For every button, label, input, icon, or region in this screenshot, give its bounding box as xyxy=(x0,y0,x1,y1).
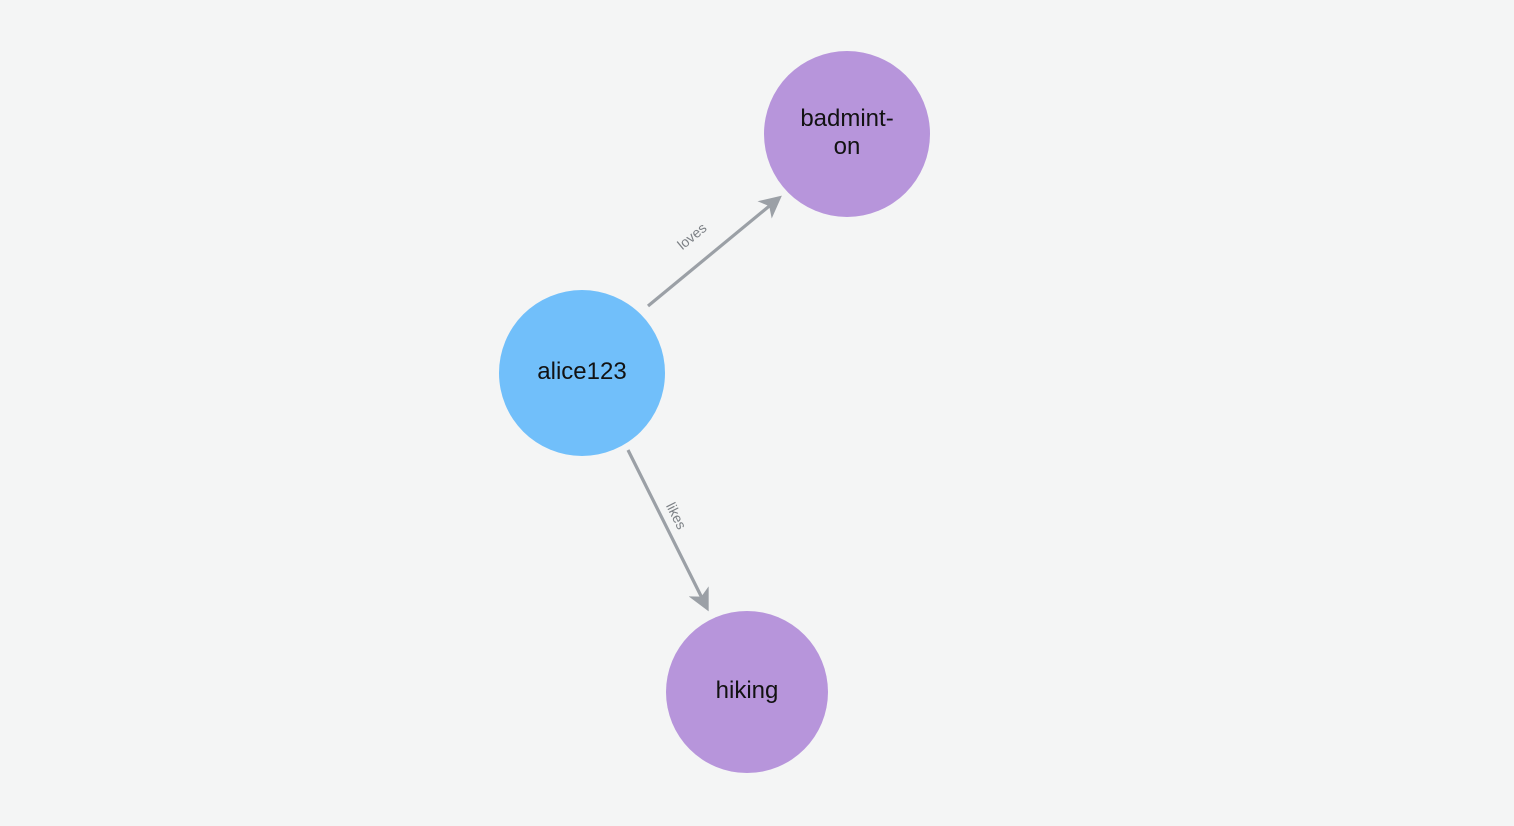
edge-label-loves: loves xyxy=(674,220,709,253)
edge-alice123-likes-hiking[interactable]: likes xyxy=(626,449,709,612)
edge-line[interactable] xyxy=(646,195,782,308)
node-circle[interactable] xyxy=(764,51,930,217)
node-circle[interactable] xyxy=(499,290,665,456)
node-alice123[interactable]: alice123 xyxy=(499,290,665,456)
node-circle[interactable] xyxy=(666,611,828,773)
edge-alice123-loves-badminton[interactable]: loves xyxy=(646,195,782,308)
node-label-hiking: hiking xyxy=(716,677,779,704)
nodes-layer: alice123 badmint-on hiking xyxy=(499,51,930,773)
node-hiking[interactable]: hiking xyxy=(666,611,828,773)
node-badminton[interactable]: badmint-on xyxy=(764,51,930,217)
edge-line[interactable] xyxy=(626,449,709,612)
node-label-badminton: badmint-on xyxy=(800,105,893,160)
node-label-alice123: alice123 xyxy=(537,358,626,385)
